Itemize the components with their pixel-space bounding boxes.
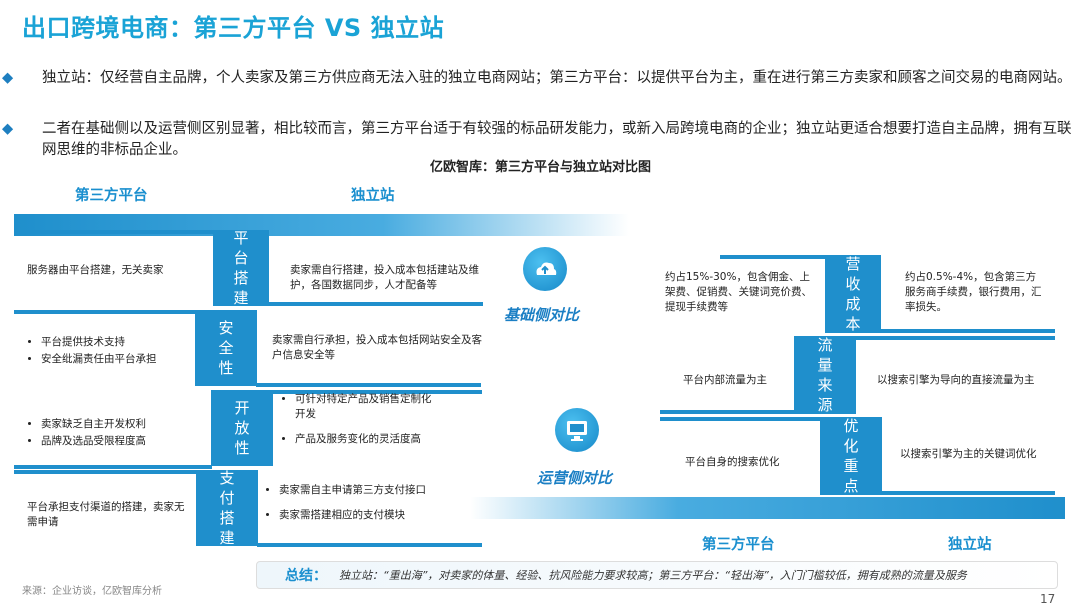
category-revenue-cost: 营收成本	[825, 255, 881, 333]
bullet-text: 独立站：仅经营自主品牌，个人卖家及第三方供应商无法入驻的独立电商网站；第三方平台…	[42, 70, 1072, 86]
third-party-desc: 平台提供技术支持安全纰漏责任由平台承担	[27, 335, 197, 369]
third-party-desc: 平台内部流量为主	[683, 374, 767, 386]
row-connector	[268, 302, 483, 306]
right-bottom-band	[470, 497, 1065, 519]
category-traffic-source: 流量来源	[794, 336, 856, 414]
cloud-upload-icon	[523, 247, 567, 291]
source-note: 来源：企业访谈，亿欧智库分析	[22, 586, 162, 597]
independent-desc: 卖家需自行搭建，投入成本包括建站及维护，各国数据同步，人才配备等	[290, 264, 479, 291]
independent-desc: 以搜索引擎为导向的直接流量为主	[877, 374, 1035, 386]
independent-desc: 可针对特定产品及销售定制化开发产品及服务变化的灵活度高	[281, 392, 441, 449]
row-connector	[881, 491, 1055, 495]
row-connector	[14, 230, 214, 234]
left-header-independent: 独立站	[351, 188, 395, 204]
diamond-bullet-icon: ◆	[2, 70, 14, 86]
page-title: 出口跨境电商：第三方平台 VS 独立站	[22, 14, 445, 42]
independent-desc: 卖家需自行承担，投入成本包括网站安全及客户信息安全等	[272, 334, 482, 361]
row-connector	[720, 255, 826, 259]
row-connector	[14, 470, 196, 474]
row-connector	[880, 329, 1055, 333]
monitor-icon	[555, 408, 599, 452]
independent-desc: 卖家需自主申请第三方支付接口卖家需搭建相应的支付模块	[265, 483, 465, 525]
independent-desc: 约占0.5%-4%，包含第三方服务商手续费，银行费用，汇率损失。	[905, 271, 1042, 313]
diamond-bullet-icon: ◆	[2, 121, 14, 137]
third-party-desc: 服务器由平台搭建，无关卖家	[27, 264, 164, 276]
row-connector	[256, 383, 481, 387]
left-header-third-party: 第三方平台	[75, 188, 148, 204]
independent-desc: 以搜索引擎为主的关键词优化	[900, 448, 1037, 460]
intro-bullet: ◆ 二者在基础侧以及运营侧区别显著，相比较而言，第三方平台适于有较强的标品研发能力…	[2, 119, 1072, 161]
category-platform-build: 平台搭建	[213, 229, 269, 307]
row-connector	[257, 543, 482, 547]
category-optimization-focus: 优化重点	[820, 417, 882, 495]
category-payment-build: 支付搭建	[196, 469, 258, 547]
bullet-text: 二者在基础侧以及运营侧区别显著，相比较而言，第三方平台适于有较强的标品研发能力，…	[42, 121, 1072, 158]
row-connector	[660, 410, 795, 414]
row-connector	[660, 417, 821, 421]
category-security: 安全性	[195, 310, 257, 386]
ops-compare-label: 运营侧对比	[537, 469, 613, 487]
base-compare-label: 基础侧对比	[504, 306, 580, 324]
summary-label: 总结：	[285, 568, 327, 584]
row-connector	[855, 336, 1055, 340]
third-party-desc: 平台承担支付渠道的搭建，卖家无需申请	[27, 501, 185, 528]
row-connector	[14, 465, 212, 469]
chart-title: 亿欧智库：第三方平台与独立站对比图	[430, 160, 652, 175]
row-connector	[14, 310, 196, 314]
summary-text: 独立站：“重出海”，对卖家的体量、经验、抗风险能力要求较高；第三方平台：“轻出海…	[339, 569, 967, 582]
page-number: 17	[1040, 592, 1056, 606]
category-openness: 开放性	[211, 390, 273, 466]
intro-bullet: ◆ 独立站：仅经营自主品牌，个人卖家及第三方供应商无法入驻的独立电商网站；第三方平…	[2, 68, 1072, 89]
third-party-desc: 平台自身的搜索优化	[685, 456, 780, 468]
right-header-third-party: 第三方平台	[702, 537, 775, 553]
summary-box: 总结： 独立站：“重出海”，对卖家的体量、经验、抗风险能力要求较高；第三方平台：…	[256, 561, 1058, 589]
third-party-desc: 约占15%-30%，包含佣金、上架费、促销费、关键词竞价费、提现手续费等	[665, 271, 812, 313]
right-header-independent: 独立站	[948, 537, 992, 553]
third-party-desc: 卖家缺乏自主开发权利品牌及选品受限程度高	[27, 417, 202, 451]
row-connector	[272, 390, 482, 394]
